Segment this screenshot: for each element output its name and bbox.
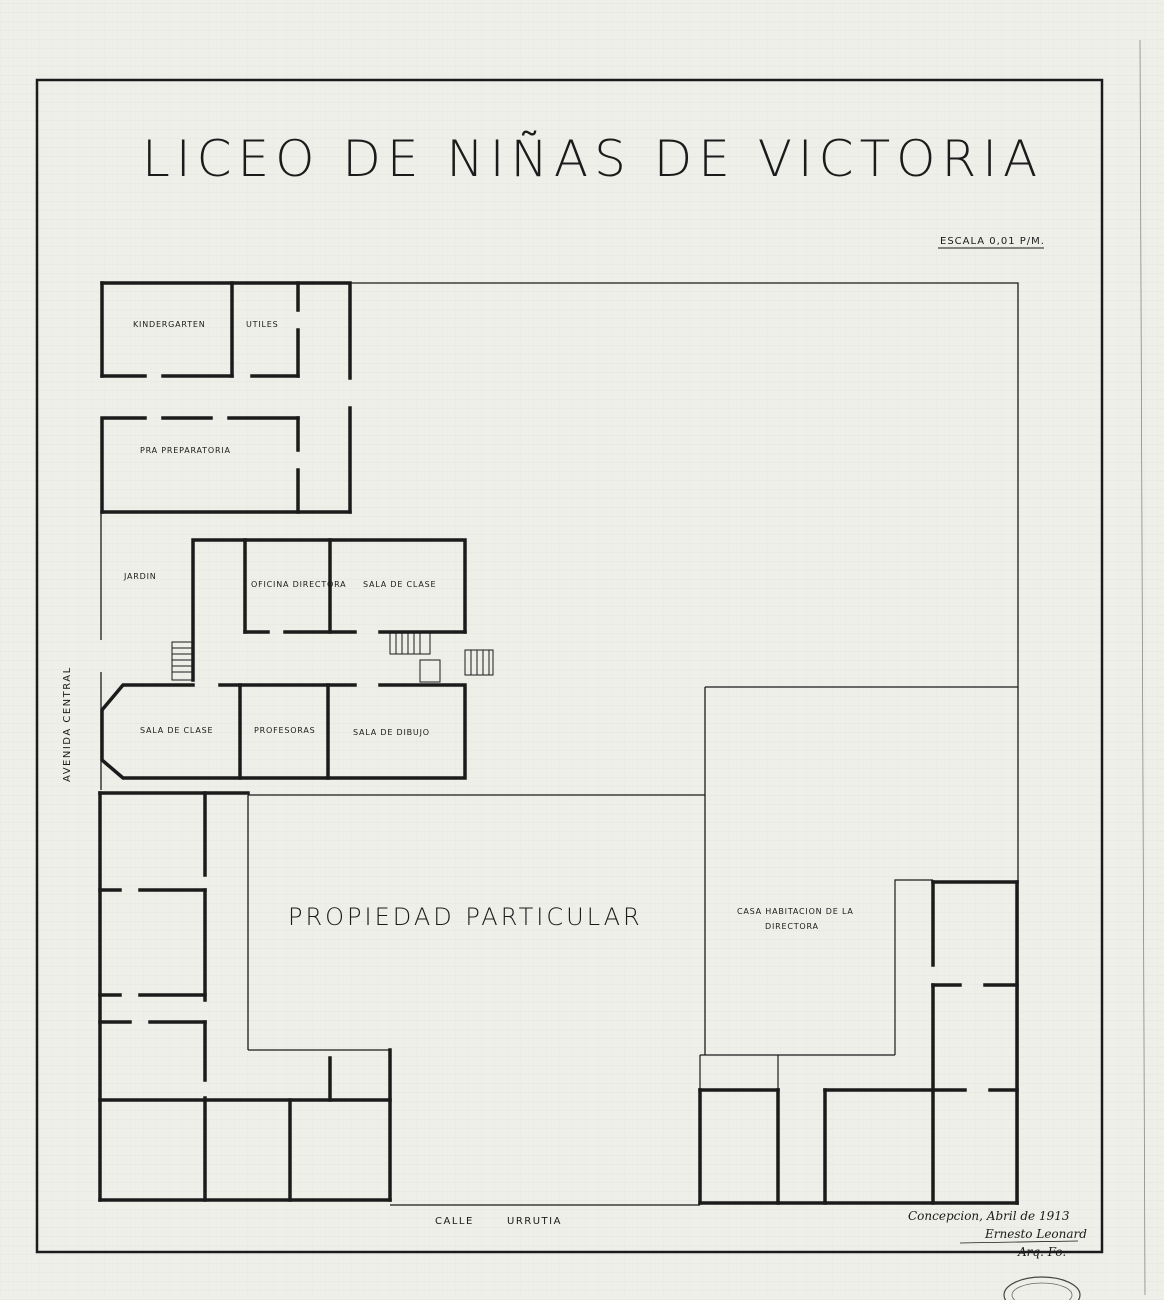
- archive-stamp: [1003, 1276, 1081, 1300]
- signature-title: Arq. Fo.: [1017, 1245, 1066, 1259]
- room-label-sala-de-clase-lower: SALA DE CLASE: [140, 726, 213, 735]
- room-label-kindergarten: KINDERGARTEN: [133, 320, 206, 329]
- room-label-oficina-directora: OFICINA DIRECTORA: [251, 580, 346, 589]
- room-label-preparatoria: PRA PREPARATORIA: [140, 446, 231, 455]
- sheet-border: [35, 78, 1104, 1254]
- room-label-utiles: UTILES: [246, 320, 279, 329]
- plan-title: LICEO DE NIÑAS DE VICTORIA: [142, 130, 1043, 188]
- room-label-casa-habitacion: CASA HABITACION DE LA: [737, 907, 854, 916]
- room-label-directora: DIRECTORA: [765, 922, 819, 931]
- signature-underline: [959, 1240, 1079, 1244]
- street-calle: CALLE: [435, 1216, 474, 1227]
- sheet-margin-line: [1139, 39, 1146, 1296]
- scale-label: ESCALA 0,01 P/M.: [940, 236, 1045, 247]
- propiedad-particular-label: PROPIEDAD PARTICULAR: [288, 903, 643, 931]
- stairs: [171, 631, 494, 683]
- casa-thin-walls: [699, 879, 933, 1090]
- room-label-profesoras: PROFESORAS: [254, 726, 316, 735]
- building-walls: [98, 281, 1019, 1205]
- street-urrutia: URRUTIA: [507, 1216, 562, 1227]
- signature-name: Ernesto Leonard: [984, 1227, 1087, 1241]
- signature-place-date: Concepcion, Abril de 1913: [908, 1209, 1070, 1223]
- street-avenida-central: AVENIDA CENTRAL: [62, 666, 73, 782]
- room-label-sala-de-clase-upper: SALA DE CLASE: [363, 580, 436, 589]
- room-label-sala-de-dibujo: SALA DE DIBUJO: [353, 728, 430, 737]
- room-label-jardin: JARDIN: [123, 572, 157, 581]
